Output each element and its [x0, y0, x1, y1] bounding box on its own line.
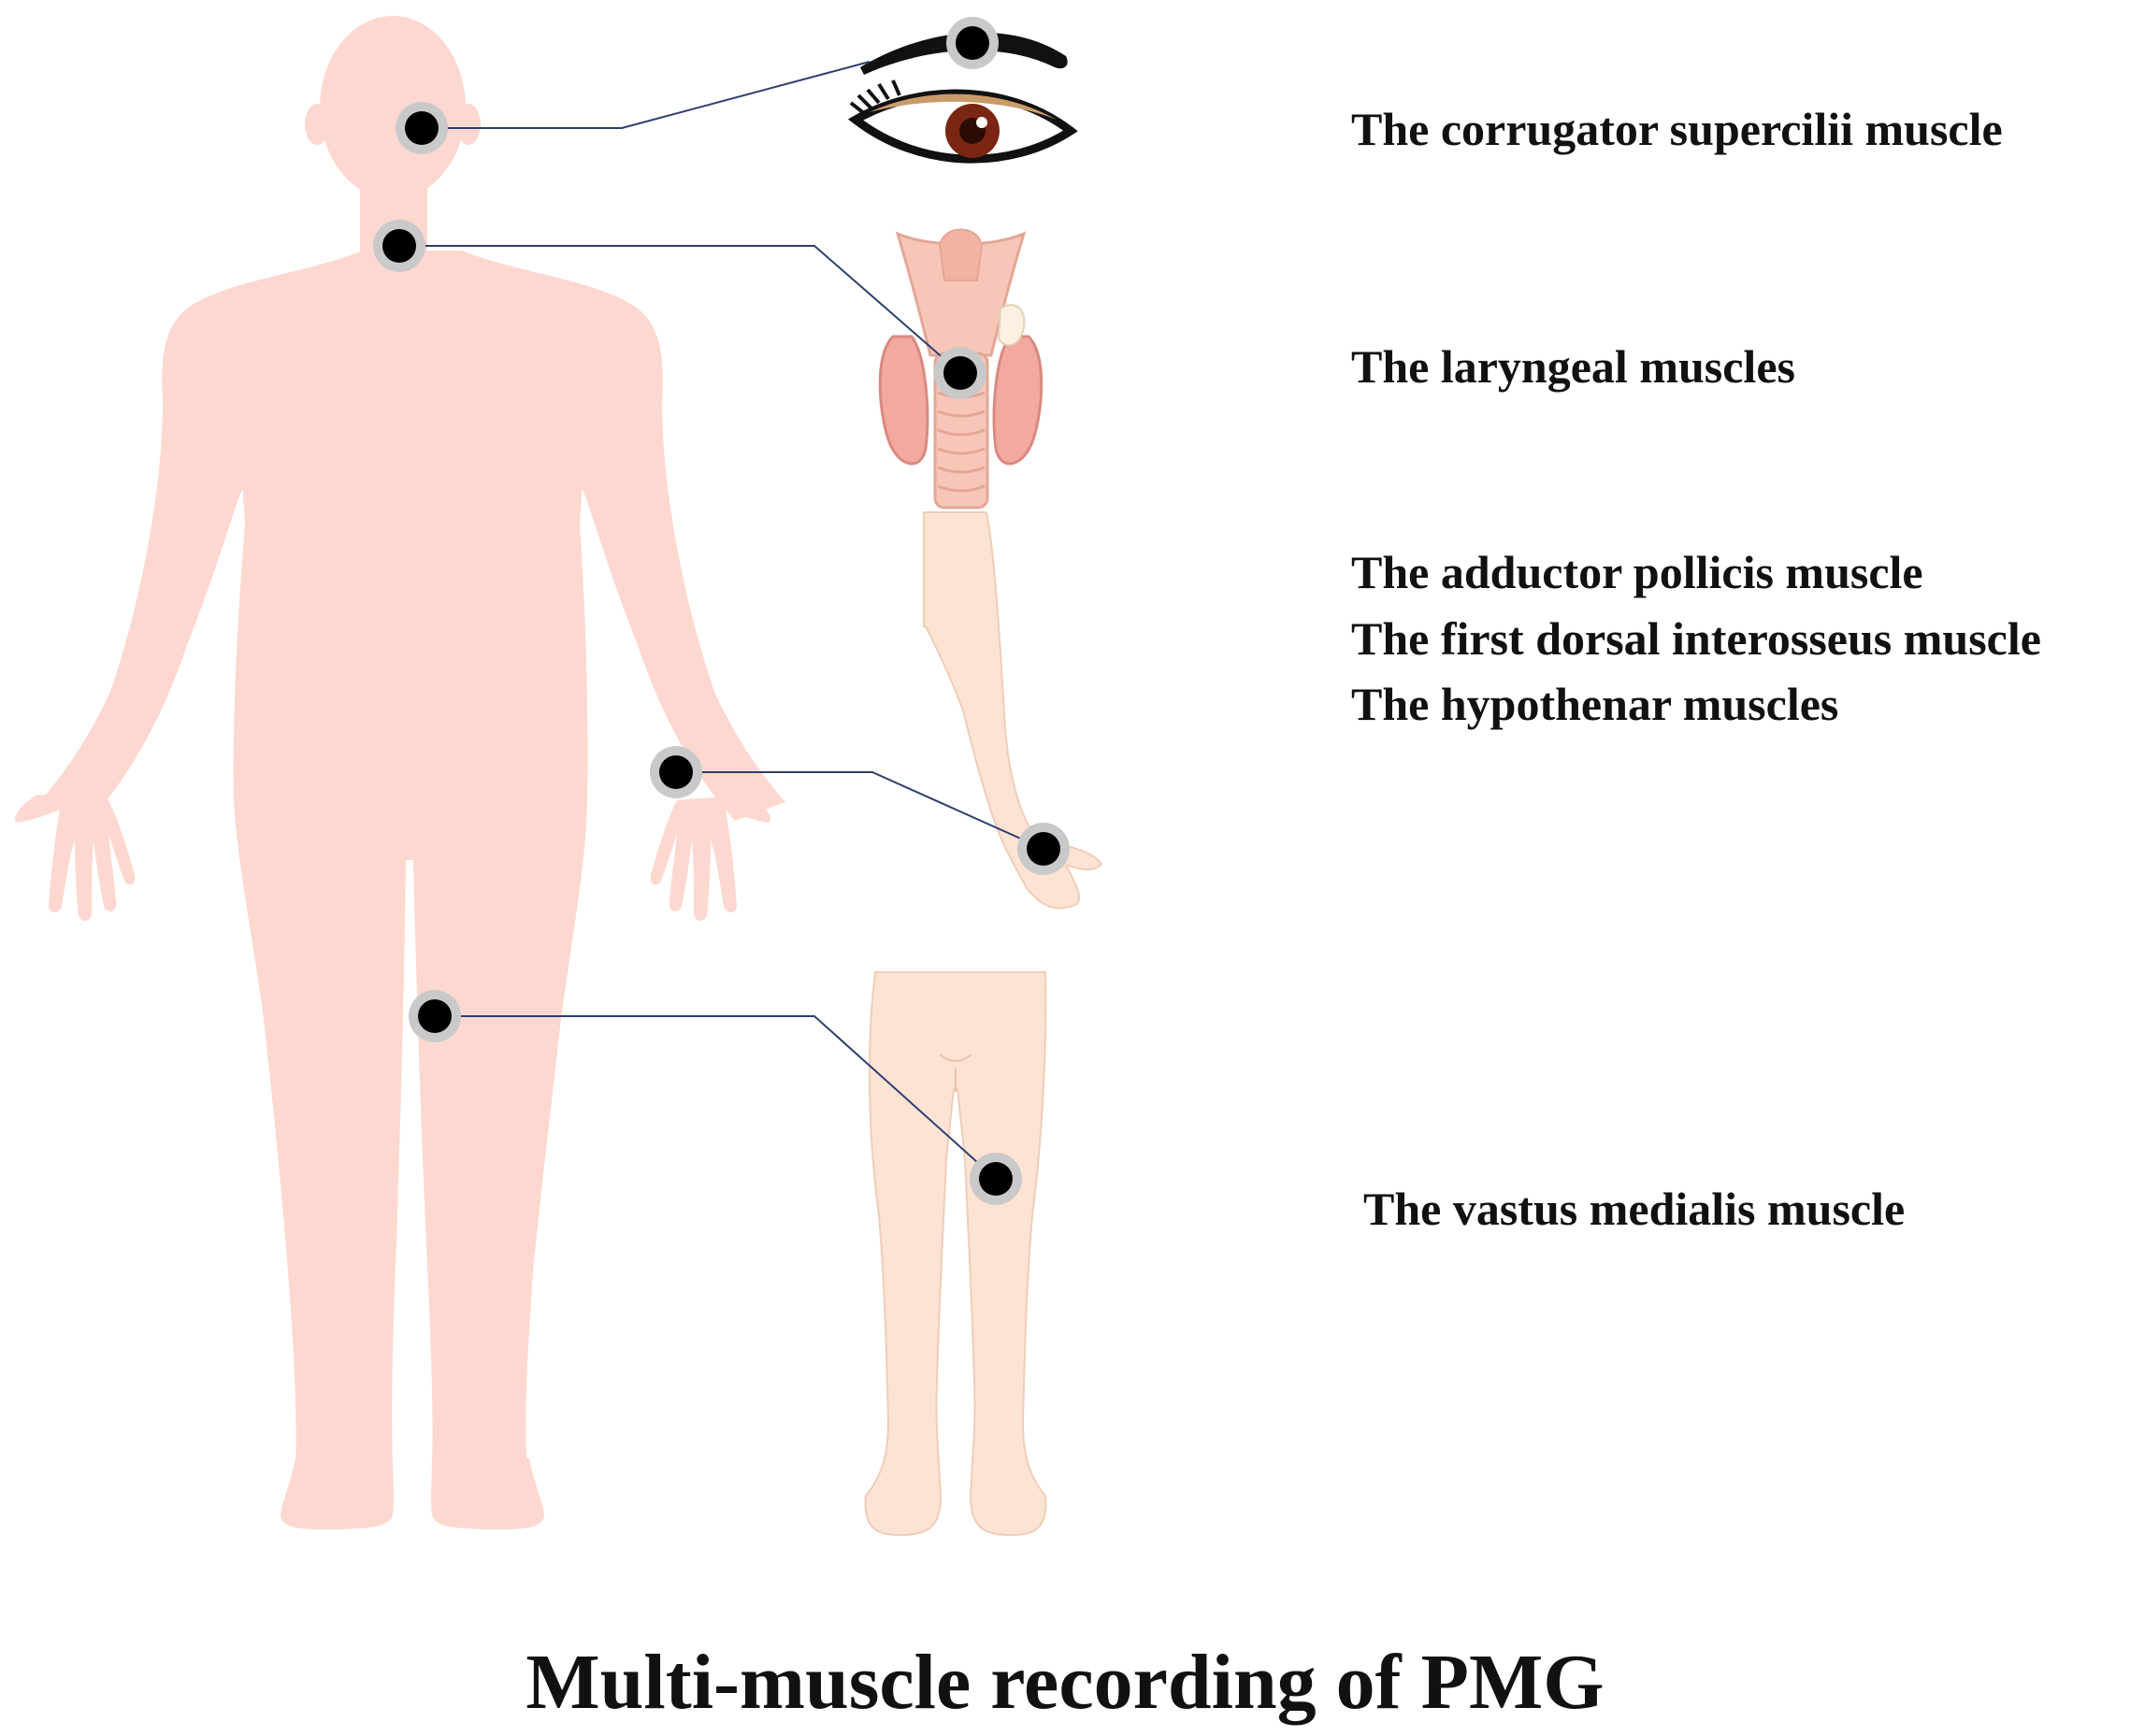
label-adductor-pollicis: The adductor pollicis muscle	[1351, 546, 1923, 598]
arm-illustration	[923, 511, 1103, 910]
label-first-dorsal-interosseus: The first dorsal interosseus muscle	[1351, 612, 2041, 665]
human-body-silhouette	[15, 16, 785, 1529]
label-corrugator-supercilii: The corrugator supercilii muscle	[1351, 103, 2003, 155]
eyebrow-shape	[860, 32, 1068, 75]
legs-illustration	[864, 971, 1047, 1537]
electrodes	[373, 17, 1070, 1205]
label-vastus-medialis: The vastus medialis muscle	[1363, 1183, 1906, 1235]
electrode-thigh	[409, 990, 461, 1042]
trachea-rings	[937, 372, 986, 493]
label-hypothenar-muscles: The hypothenar muscles	[1351, 678, 1839, 730]
electrode-knee	[970, 1153, 1022, 1205]
connector-laryngeal	[399, 245, 961, 374]
electrode-larynx	[934, 347, 986, 399]
electrode-wrist	[650, 746, 702, 798]
connector-knee	[435, 1015, 997, 1180]
eyelashes	[849, 79, 901, 116]
connector-hand	[676, 771, 1044, 850]
connector-corrugator	[422, 61, 871, 129]
electrode-eyebrow	[946, 17, 999, 69]
connector-lines	[399, 61, 1044, 1180]
electrode-hand	[1017, 823, 1070, 875]
label-laryngeal-muscles: The laryngeal muscles	[1351, 340, 1795, 393]
eye-illustration	[847, 32, 1078, 164]
figure-title: Multi-muscle recording of PMG	[525, 1639, 1605, 1726]
electrode-neck	[373, 220, 425, 272]
electrode-forehead	[396, 102, 448, 154]
larynx-illustration	[878, 228, 1043, 509]
